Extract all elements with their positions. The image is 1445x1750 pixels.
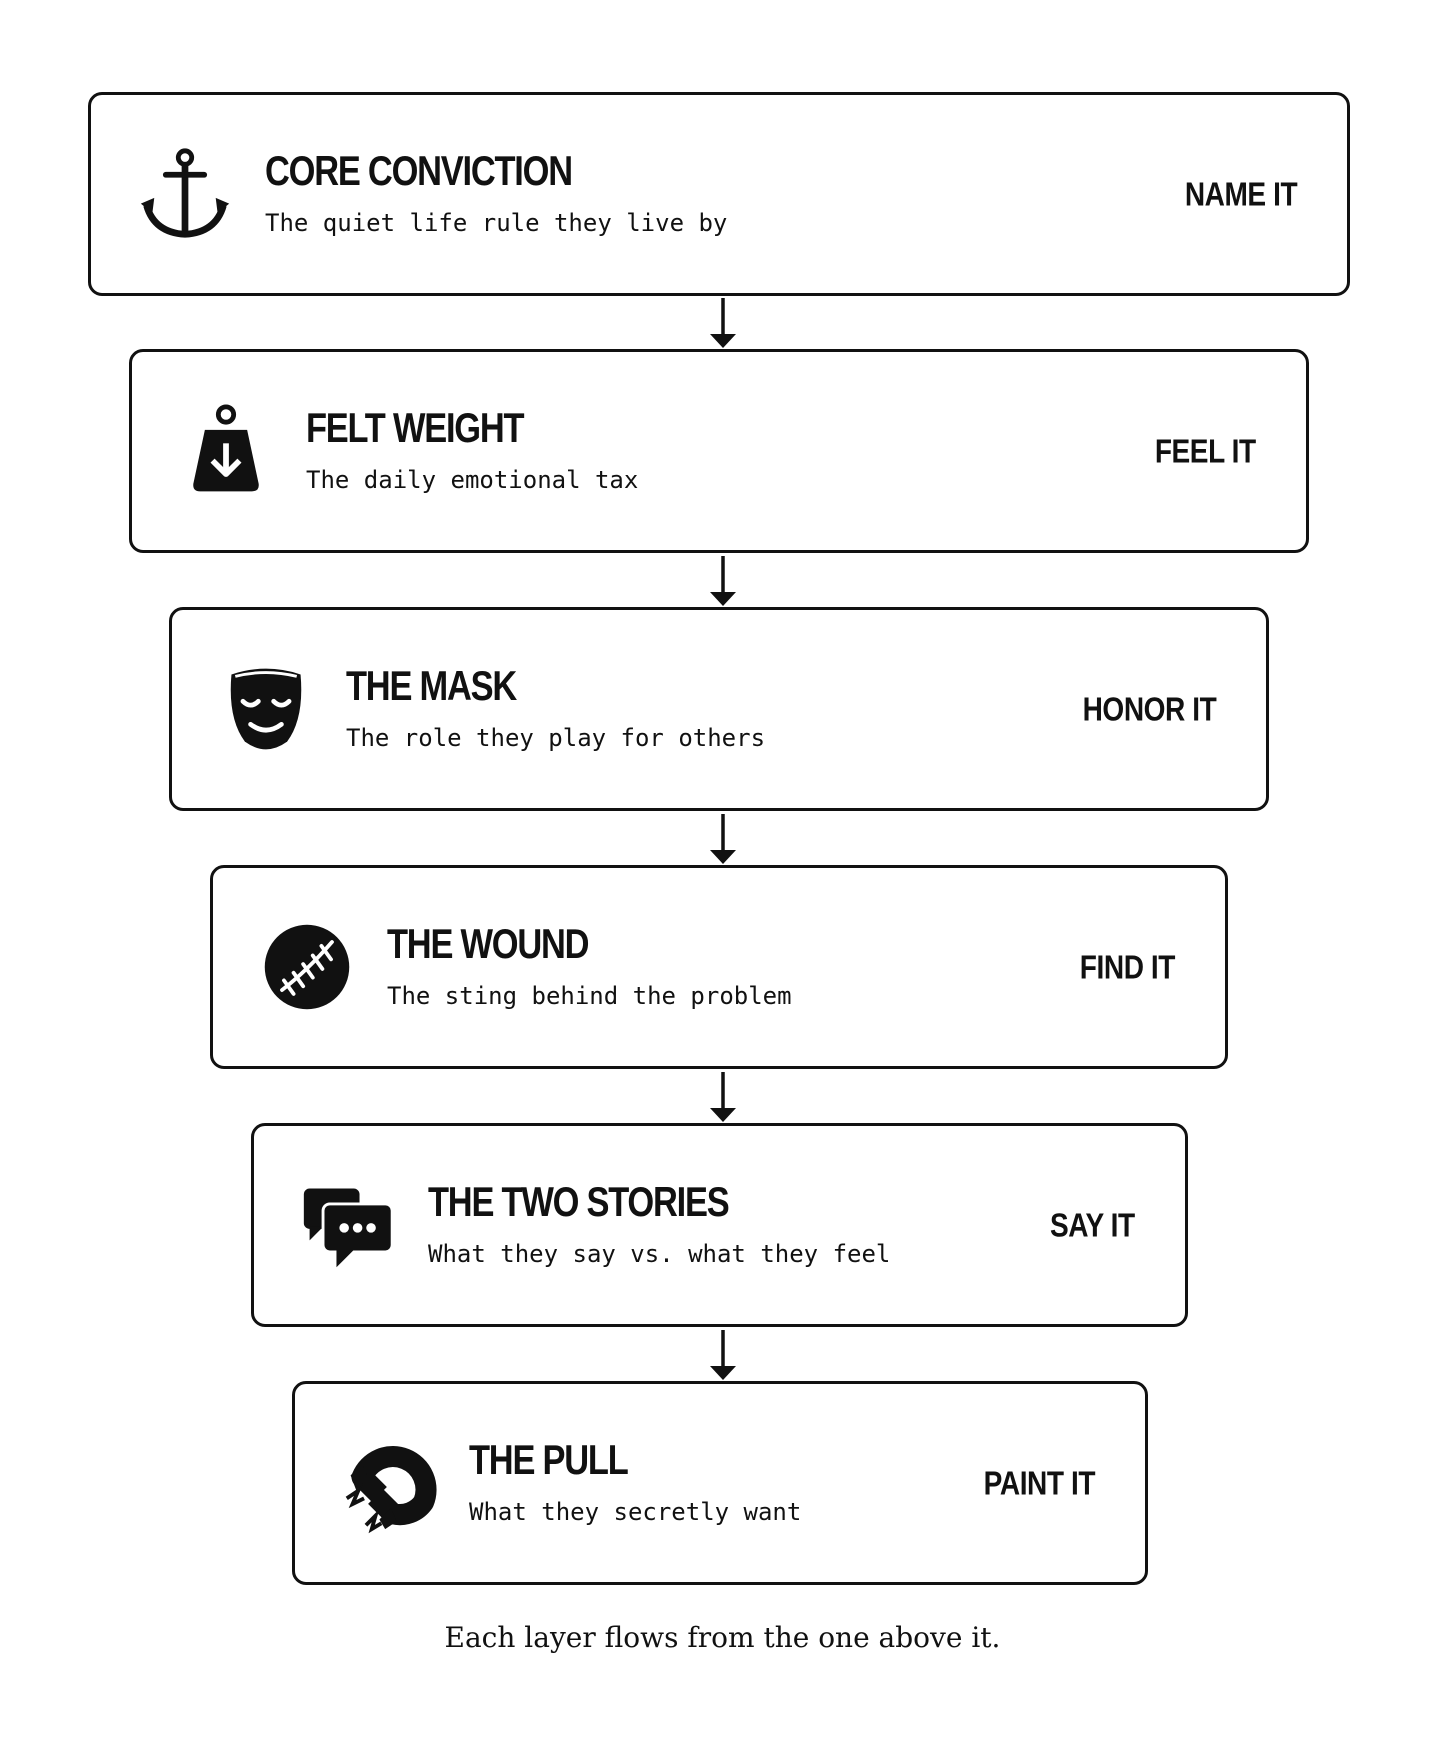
flow-arrow — [708, 814, 738, 864]
mask-icon — [218, 657, 314, 761]
layer-action: NAME IT — [1184, 175, 1298, 213]
flow-arrow — [708, 1072, 738, 1122]
layer-the-two-stories: THE TWO STORIES What they say vs. what t… — [251, 1123, 1188, 1327]
flow-arrow — [708, 298, 738, 348]
layer-core-conviction: CORE CONVICTION The quiet life rule they… — [88, 92, 1350, 296]
layer-title: FELT WEIGHT — [306, 404, 525, 451]
layer-action: FEEL IT — [1155, 432, 1256, 470]
layer-title: CORE CONVICTION — [265, 147, 573, 194]
layer-action: PAINT IT — [983, 1464, 1096, 1502]
layer-subtitle: The role they play for others — [346, 724, 766, 752]
flow-arrow — [708, 556, 738, 606]
diagram-caption: Each layer flows from the one above it. — [444, 1621, 1001, 1654]
magnet-icon — [341, 1431, 437, 1535]
weight-icon — [178, 399, 274, 503]
layer-subtitle: What they secretly want — [469, 1498, 802, 1526]
speech-bubbles-icon — [300, 1173, 396, 1277]
layer-title: THE WOUND — [387, 920, 590, 967]
layer-the-wound: THE WOUND The sting behind the problem F… — [210, 865, 1228, 1069]
layer-title: THE MASK — [346, 662, 517, 709]
layer-the-pull: THE PULL What they secretly want PAINT I… — [292, 1381, 1148, 1585]
layer-action: SAY IT — [1050, 1206, 1135, 1244]
layer-subtitle: The quiet life rule they live by — [265, 209, 728, 237]
layer-the-mask: THE MASK The role they play for others H… — [169, 607, 1269, 811]
layer-subtitle: The daily emotional tax — [306, 466, 639, 494]
flow-arrow — [708, 1330, 738, 1380]
layer-action: HONOR IT — [1082, 690, 1216, 728]
layer-felt-weight: FELT WEIGHT The daily emotional tax FEEL… — [129, 349, 1309, 553]
layer-subtitle: The sting behind the problem — [387, 982, 792, 1010]
anchor-icon — [137, 142, 233, 246]
stitched-wound-icon — [259, 915, 355, 1019]
layer-title: THE TWO STORIES — [428, 1178, 730, 1225]
layer-subtitle: What they say vs. what they feel — [428, 1240, 891, 1268]
layer-action: FIND IT — [1079, 948, 1176, 986]
layer-title: THE PULL — [469, 1436, 629, 1483]
